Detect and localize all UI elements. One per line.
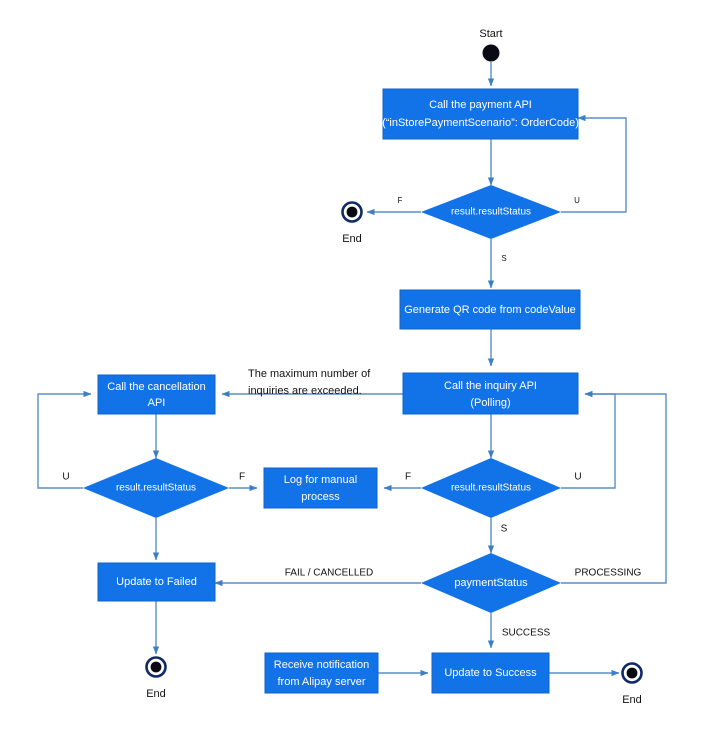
node-end-payment: End [341,201,363,245]
edge-label-status-success: SUCCESS [502,628,551,639]
decision-payment-label: result.resultStatus [451,207,531,218]
update-success-box[interactable] [431,652,550,694]
edge-label-cancel-f: F [239,472,245,483]
edge-label-payment-u: U [574,196,580,205]
end-failed-dot-icon [150,661,162,673]
node-decision-cancel-result-status[interactable]: result.resultStatus [83,458,229,518]
decision-inquiry-diamond[interactable] [421,458,561,518]
node-update-failed[interactable]: Update to Failed [97,562,216,602]
payment-api-box[interactable] [382,88,579,140]
edge-label-max-inquiries-line2: inquiries are exceeded. [248,385,362,397]
edge-label-max-inquiries-line1: The maximum number of [248,368,371,380]
node-start: Start [479,28,503,62]
decision-inquiry-label: result.resultStatus [451,483,531,494]
node-decision-payment-status[interactable]: paymentStatus [421,553,561,613]
update-failed-label: Update to Failed [116,576,197,588]
node-decision-payment-result-status[interactable]: result.resultStatus [421,185,561,239]
receive-notification-label-line2: from Alipay server [277,676,365,688]
payment-api-label-line2: (“inStorePaymentScenario”: OrderCode) [382,117,579,129]
edge-label-inquiry-u: U [574,472,581,483]
edge-decision-cancel-u-loop [37,390,92,489]
decision-payment-diamond[interactable] [421,185,561,239]
end-failed-label: End [146,688,166,700]
node-receive-notification[interactable]: Receive notification from Alipay server [264,652,379,694]
inquiry-api-box[interactable] [402,372,579,415]
node-log-manual-process[interactable]: Log for manual process [263,467,378,509]
edge-label-status-processing: PROCESSING [575,568,642,579]
cancellation-api-box[interactable] [97,374,216,415]
edge-label-cancel-u: U [62,472,69,483]
update-success-label: Update to Success [444,667,537,679]
end-payment-label: End [342,233,362,245]
edge-label-payment-f: F [398,196,403,205]
end-payment-dot-icon [346,206,358,218]
edge-decision-payment-u-loop [561,114,627,213]
receive-notification-box[interactable] [264,652,379,694]
decision-payment-status-label: paymentStatus [454,577,528,589]
decision-payment-status-diamond[interactable] [421,553,561,613]
node-decision-inquiry-result-status[interactable]: result.resultStatus [421,458,561,518]
node-end-success: End [621,662,643,706]
generate-qr-box[interactable] [399,289,581,330]
node-cancellation-api[interactable]: Call the cancellation API [97,374,216,415]
edge-label-status-fail: FAIL / CANCELLED [285,568,374,579]
log-manual-label-line1: Log for manual [284,474,357,486]
decision-cancel-label: result.resultStatus [116,483,196,494]
log-manual-box[interactable] [263,467,378,509]
node-generate-qr[interactable]: Generate QR code from codeValue [399,289,581,330]
edge-payment-status-processing-loop [561,390,667,584]
generate-qr-label: Generate QR code from codeValue [404,304,576,316]
node-inquiry-api[interactable]: Call the inquiry API (Polling) [402,372,579,415]
update-failed-box[interactable] [97,562,216,602]
node-end-failed: End [145,656,167,700]
start-node-icon [482,44,500,62]
node-update-success[interactable]: Update to Success [431,652,550,694]
inquiry-api-label-line2: (Polling) [470,397,510,409]
edge-label-inquiry-f: F [405,472,411,483]
payment-api-label-line1: Call the payment API [429,99,532,111]
start-label: Start [479,28,502,40]
edge-label-payment-s: S [501,254,506,263]
decision-cancel-diamond[interactable] [83,458,229,518]
cancellation-api-label-line2: API [148,397,166,409]
end-success-dot-icon [626,667,638,679]
node-payment-api[interactable]: Call the payment API (“inStorePaymentSce… [382,88,579,140]
receive-notification-label-line1: Receive notification [274,659,369,671]
inquiry-api-label-line1: Call the inquiry API [444,380,537,392]
edge-label-inquiry-s: S [501,524,508,535]
log-manual-label-line2: process [301,491,340,503]
end-success-label: End [622,694,642,706]
cancellation-api-label-line1: Call the cancellation [107,381,205,393]
